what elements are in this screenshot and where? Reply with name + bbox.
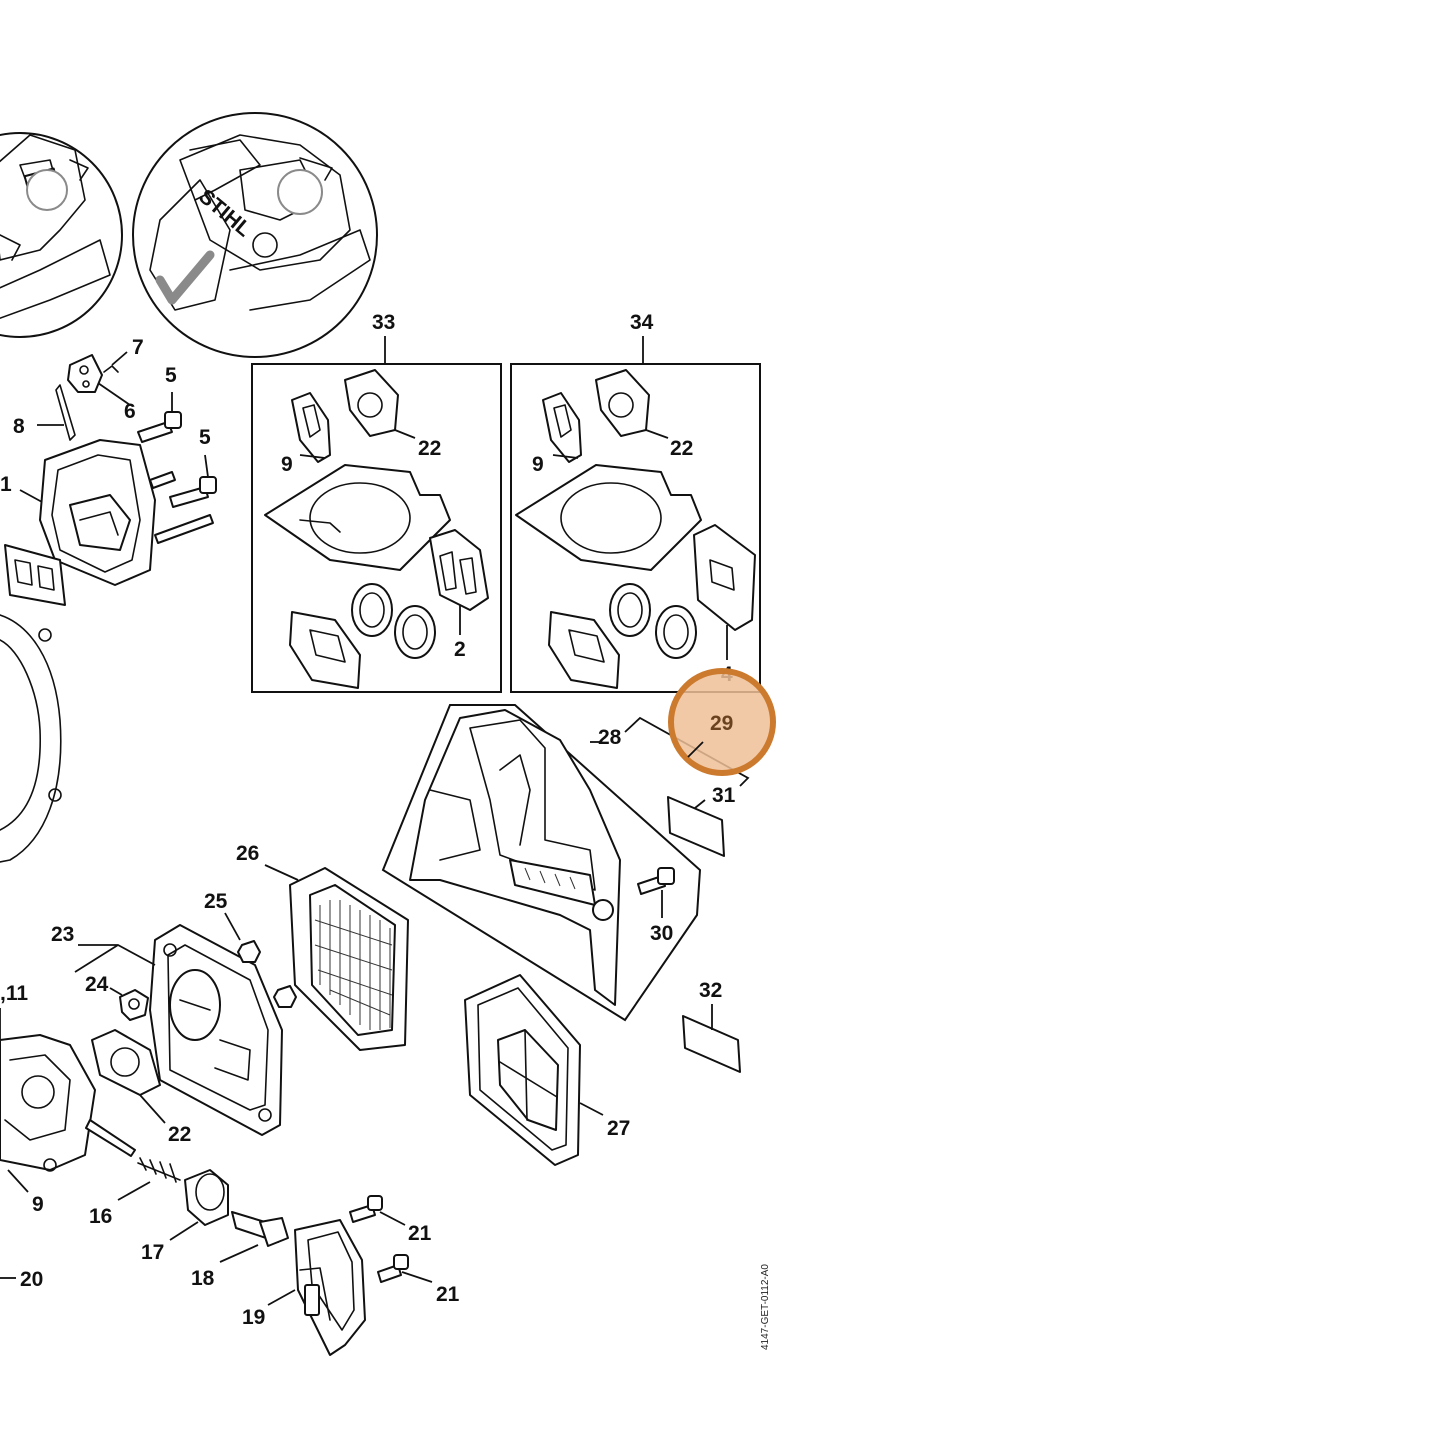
shroud-frame-28: [381, 704, 702, 1022]
label-21: 21: [436, 1283, 460, 1306]
kit-box-34: [510, 363, 761, 693]
part-clip-7: [103, 365, 119, 373]
part-nut-25: [237, 940, 261, 963]
part-bushing-17: [184, 1169, 229, 1226]
part-label-32: [682, 1015, 741, 1073]
label-6: 6: [124, 400, 136, 423]
part-housing-19: [294, 1219, 366, 1356]
part-label-31: [667, 796, 725, 857]
label-18: 18: [191, 1267, 215, 1290]
part-spring-8: [55, 384, 76, 441]
part-carburetor: [0, 1034, 136, 1172]
part-labels: 33 34 22 22 9 9 2 4 28 31 30 32 26 25 23…: [0, 311, 736, 1329]
label-33: 33: [372, 311, 395, 334]
label-23: 23: [51, 923, 74, 946]
label-8: 8: [13, 415, 25, 438]
detail-circle-correct: STIHL: [132, 112, 378, 358]
part-gasket-left: [4, 544, 66, 606]
label-2: 2: [454, 638, 466, 661]
part-prefilter-27: [464, 974, 581, 1166]
highlight-marker-29[interactable]: 29: [668, 668, 776, 776]
label-9: 9: [32, 1193, 44, 1216]
label-30: 30: [650, 922, 673, 945]
part-cover-1: [39, 439, 156, 586]
part-carburetor-housing-23: [149, 924, 283, 1136]
label-29: 29: [710, 712, 733, 735]
label-22: 22: [670, 437, 693, 460]
label-7: 7: [132, 336, 144, 359]
document-id: 4147-GET-0112-A0: [760, 1264, 771, 1350]
label-16: 16: [89, 1205, 112, 1228]
part-screws-21: [349, 1195, 409, 1283]
label-24: 24: [85, 973, 109, 996]
part-nut-side: [273, 985, 297, 1008]
label-26: 26: [236, 842, 259, 865]
part-screw-30: [637, 867, 675, 895]
part-choke-shaft-18: [231, 1211, 289, 1247]
label-27: 27: [607, 1117, 630, 1140]
label-9: 9: [532, 453, 544, 476]
label-25: 25: [204, 890, 228, 913]
kit-box-33: [251, 363, 502, 693]
label-28: 28: [598, 726, 622, 749]
label-9: 9: [281, 453, 293, 476]
label-19: 19: [242, 1306, 265, 1329]
label-31: 31: [712, 784, 736, 807]
leader-lines: [0, 336, 750, 1306]
label-5: 5: [165, 364, 177, 387]
part-crankcase-left: [0, 614, 62, 863]
label-34: 34: [630, 311, 654, 334]
label-20: 20: [20, 1268, 43, 1291]
detail-circle-incorrect: [0, 132, 123, 338]
label-32: 32: [699, 979, 722, 1002]
label-22: 22: [168, 1123, 191, 1146]
label-5: 5: [199, 426, 211, 449]
part-gasket-22-lower: [91, 1029, 161, 1096]
part-spring-16: [137, 1157, 181, 1183]
part-air-filter-26: [289, 867, 409, 1051]
part-grommet-24: [119, 989, 149, 1021]
check-mark-icon: [155, 250, 215, 305]
label-21: 21: [408, 1222, 432, 1245]
label-17: 17: [141, 1241, 164, 1264]
label-11: ,11: [0, 982, 28, 1005]
label-22: 22: [418, 437, 441, 460]
part-bracket-6: [67, 354, 103, 393]
label-1: 1: [0, 473, 12, 496]
